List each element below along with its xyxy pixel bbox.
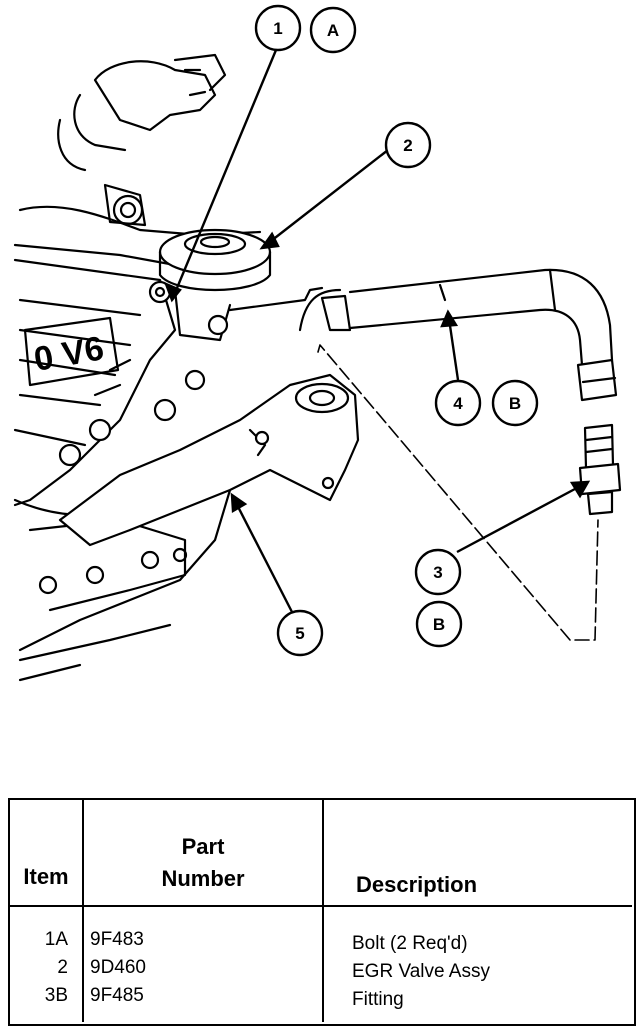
- callout-2-label: 2: [403, 136, 412, 155]
- callout-4B-circle: [491, 379, 539, 427]
- table-cell-part-number: 9F485: [90, 985, 144, 1006]
- callout-5-label: 5: [295, 624, 304, 643]
- callout-3B-label: B: [433, 615, 445, 634]
- header-description: Description: [356, 872, 478, 897]
- header-part-number-line1: Part: [181, 834, 225, 859]
- table-cell-description: EGR Valve Assy: [352, 961, 490, 982]
- intake-manifold-drawing: [13, 53, 262, 267]
- callout-A-circle: [309, 6, 357, 54]
- callout-A-label: A: [327, 21, 339, 40]
- callout-4-label: 4: [453, 394, 463, 413]
- callout-4B-label: B: [509, 394, 521, 413]
- callout-3-label: 3: [433, 563, 442, 582]
- table-cell-part-number: 9F483: [90, 929, 144, 950]
- egr-fitting-drawing: [578, 423, 622, 516]
- arrowhead-1: [163, 281, 182, 303]
- callout-2-circle: [384, 121, 432, 169]
- parts-table: Item Part Number Description 1A 2 3B 9F4…: [8, 798, 636, 1026]
- table-cell-description: Fitting: [352, 989, 404, 1010]
- arrowhead-3: [569, 480, 591, 499]
- header-item: Item: [23, 864, 69, 889]
- item-column: 1A 2 3B: [10, 926, 68, 1010]
- exhaust-manifold-drawing: [58, 288, 360, 547]
- callout-1-label: 1: [273, 19, 282, 38]
- table-column-divider-1: [82, 798, 84, 1022]
- leader-line-3: [456, 480, 589, 554]
- arrowhead-2: [259, 231, 280, 250]
- part-number-column: 9F483 9D460 9F485: [90, 926, 310, 1010]
- leader-line-5: [230, 494, 294, 613]
- header-part-number-line2: Number: [161, 866, 245, 891]
- table-cell-item: 1A: [44, 929, 68, 950]
- egr-valve-drawing: [148, 228, 324, 342]
- table-cell-item: 2: [57, 957, 68, 978]
- callout-3-circle: [414, 548, 462, 596]
- arrowhead-4: [440, 309, 459, 328]
- egr-engine-illustration: 0 V6 1 A 2 4 B 3 B 5: [13, 4, 622, 682]
- callout-4-circle: [434, 379, 482, 427]
- table-cell-item: 3B: [44, 985, 68, 1006]
- table-cell-part-number: 9D460: [90, 957, 146, 978]
- table-cell-description: Bolt (2 Req'd): [352, 933, 468, 954]
- egr-tube-drawing: [320, 268, 618, 402]
- description-column: Bolt (2 Req'd) EGR Valve Assy Fitting: [352, 930, 622, 1014]
- callout-5-circle: [276, 609, 324, 657]
- table-column-divider-2: [322, 798, 324, 1022]
- arrowhead-5: [230, 492, 248, 514]
- callout-1-circle: [254, 4, 302, 52]
- leader-line-2: [261, 149, 389, 249]
- callout-3B-circle: [415, 600, 463, 648]
- table-header-divider: [8, 905, 632, 907]
- leader-line-1: [170, 49, 278, 301]
- engine-badge-outline: [23, 316, 120, 387]
- routing-line: [317, 344, 599, 641]
